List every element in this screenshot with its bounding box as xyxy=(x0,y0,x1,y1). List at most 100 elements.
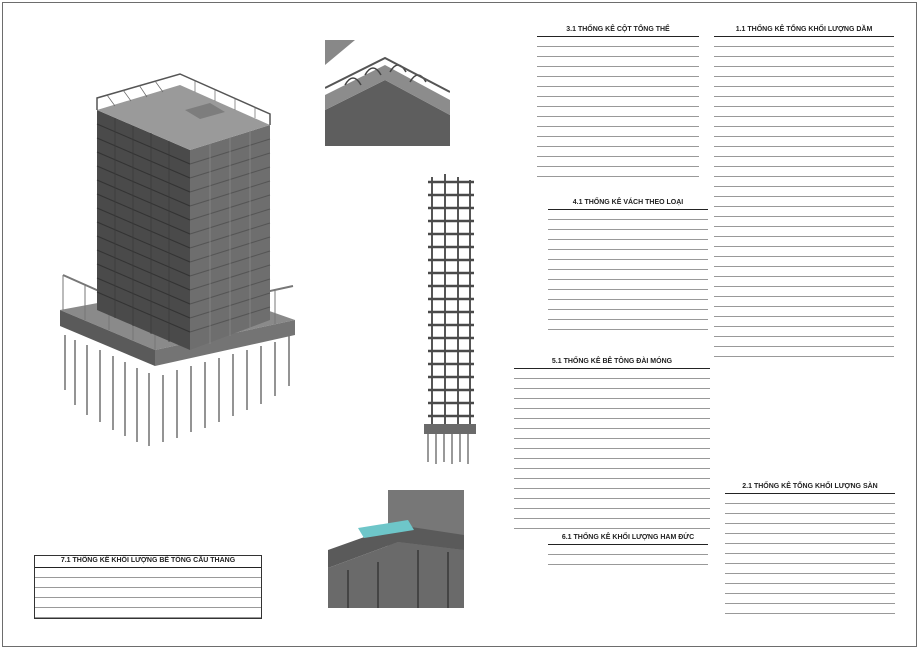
col-header xyxy=(606,35,630,37)
table-row xyxy=(548,259,708,270)
table-row xyxy=(35,587,261,598)
roof-detail-view[interactable] xyxy=(325,40,450,146)
table-cell xyxy=(871,276,894,287)
table-cell xyxy=(553,418,593,429)
table-cell xyxy=(601,239,628,250)
table-cell xyxy=(652,156,676,167)
table-cell xyxy=(849,76,872,87)
table-cell xyxy=(592,398,632,409)
table-row xyxy=(537,86,699,97)
schedule-dai-mong-title: 5.1 THỐNG KÊ BÊ TÔNG ĐÀI MÓNG xyxy=(551,358,673,365)
isometric-building-view[interactable] xyxy=(45,70,315,450)
col-header xyxy=(725,492,759,494)
table-cell xyxy=(631,518,671,529)
table-cell xyxy=(781,106,804,117)
table-cell xyxy=(849,266,872,277)
table-cell xyxy=(826,146,849,157)
table-row xyxy=(514,418,710,429)
table-cell xyxy=(675,106,699,117)
table-cell xyxy=(736,176,759,187)
table-cell xyxy=(537,56,561,67)
table-cell xyxy=(804,316,827,327)
table-cell xyxy=(804,266,827,277)
table-cell xyxy=(627,229,655,240)
table-cell xyxy=(601,319,628,330)
table-cell xyxy=(826,316,849,327)
table-cell xyxy=(759,553,793,564)
table-cell xyxy=(871,56,894,67)
table-cell xyxy=(871,166,894,177)
table-cell xyxy=(849,346,872,357)
table-cell xyxy=(871,136,894,147)
frame-piles xyxy=(427,434,469,464)
table-cell xyxy=(714,146,737,157)
table-cell xyxy=(725,553,759,564)
schedule-cot-table xyxy=(537,35,699,177)
table-cell xyxy=(606,96,630,107)
table-cell xyxy=(871,316,894,327)
column-lines-side xyxy=(209,131,251,344)
table-cell xyxy=(759,186,782,197)
table-cell xyxy=(759,533,793,544)
table-cell xyxy=(537,66,561,77)
table-cell xyxy=(537,106,561,117)
col-header xyxy=(861,492,895,494)
col-header xyxy=(574,208,602,210)
table-cell xyxy=(849,136,872,147)
table-cell xyxy=(861,523,895,534)
table-cell xyxy=(91,587,148,598)
table-row xyxy=(714,166,894,177)
table-cell xyxy=(826,296,849,307)
table-cell xyxy=(793,583,827,594)
frame-elevation-view[interactable] xyxy=(420,172,480,467)
col-header xyxy=(627,208,655,210)
table-cell xyxy=(714,296,737,307)
table-cell xyxy=(629,36,653,47)
table-cell xyxy=(514,518,554,529)
table-cell xyxy=(601,259,628,270)
table-cell xyxy=(849,196,872,207)
table-cell xyxy=(861,573,895,584)
roof-detail-drawing xyxy=(325,40,450,146)
table-row xyxy=(537,136,699,147)
table-cell xyxy=(871,46,894,57)
schedule-vach-title: 4.1 THỐNG KÊ VÁCH THEO LOẠI xyxy=(572,199,684,206)
table-cell xyxy=(537,156,561,167)
col-header xyxy=(804,35,827,37)
table-cell xyxy=(548,289,575,300)
table-cell xyxy=(871,226,894,237)
table-row xyxy=(725,603,895,614)
table-cell xyxy=(714,116,737,127)
table-cell xyxy=(759,256,782,267)
table-cell xyxy=(714,226,737,237)
table-cell xyxy=(781,126,804,137)
stair-detail-view[interactable] xyxy=(328,490,464,608)
table-cell xyxy=(781,176,804,187)
table-cell xyxy=(548,259,575,270)
roof-structure xyxy=(185,103,225,119)
table-cell xyxy=(553,408,593,419)
table-cell xyxy=(714,176,737,187)
table-cell xyxy=(871,236,894,247)
table-row xyxy=(725,583,895,594)
table-cell xyxy=(583,136,607,147)
table-cell xyxy=(759,56,782,67)
table-cell xyxy=(675,96,699,107)
col-header xyxy=(91,566,148,568)
table-cell xyxy=(725,583,759,594)
table-cell xyxy=(631,398,671,409)
table-cell xyxy=(725,563,759,574)
table-row xyxy=(537,36,699,47)
table-row xyxy=(714,326,894,337)
table-cell xyxy=(675,156,699,167)
table-cell xyxy=(675,66,699,77)
table-cell xyxy=(849,296,872,307)
table-cell xyxy=(804,256,827,267)
table-cell xyxy=(553,478,593,489)
table-cell xyxy=(826,206,849,217)
table-cell xyxy=(574,319,602,330)
table-cell xyxy=(654,309,682,320)
table-cell xyxy=(736,106,759,117)
table-cell xyxy=(793,543,827,554)
col-header xyxy=(827,492,861,494)
